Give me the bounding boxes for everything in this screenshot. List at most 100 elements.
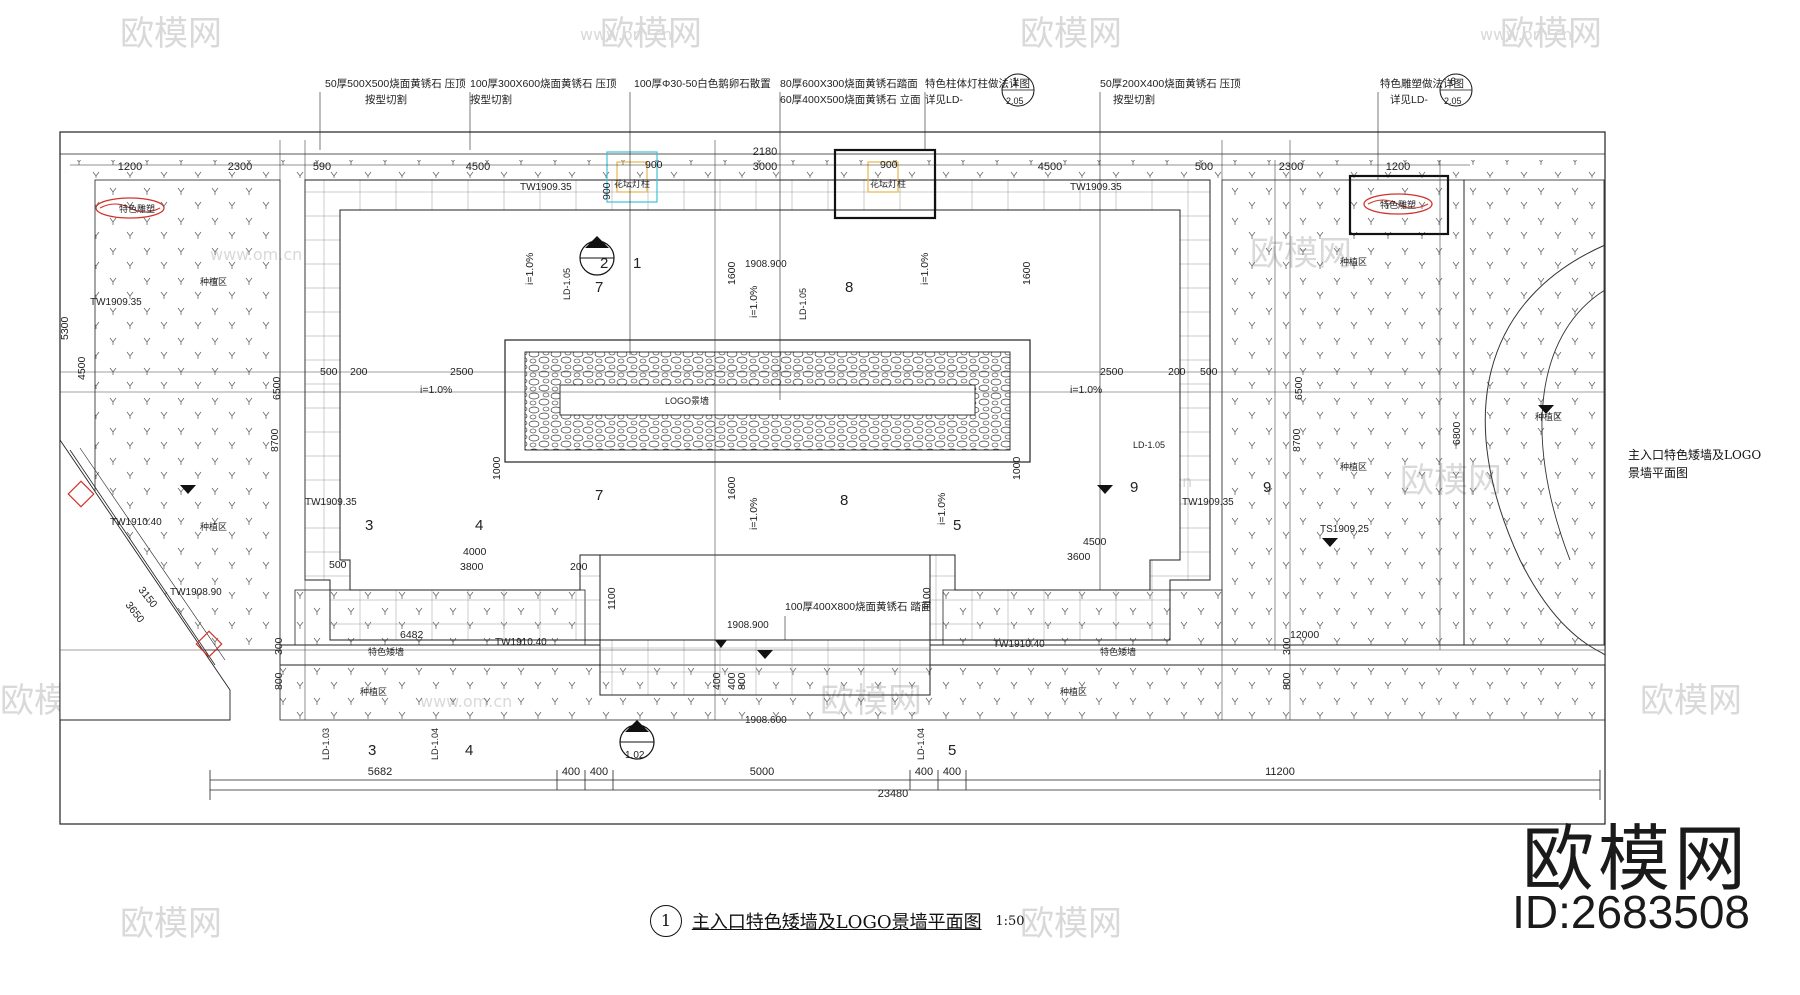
area-label: 特色雕塑 [119,203,155,214]
side-note-line1: 主入口特色矮墙及LOGO [1628,448,1762,462]
dimension-value: 1200 [1386,161,1410,173]
level-markers [180,405,1554,659]
brand-name: 欧模网 [1521,817,1750,901]
area-label: LD-1.05 [562,268,572,300]
section-number: 5 [953,517,961,534]
dimension-value: 6482 [400,629,424,641]
area-label: 种植区 [200,276,227,287]
area-label: LD-1.05 [1133,440,1165,450]
watermark-logo: 欧模网 [120,904,222,944]
callout-text: 详见LD- [925,93,963,106]
callout-text: 50厚500X500烧面黄锈石 压顶 [325,77,466,90]
logo-panel [559,384,976,416]
area-label: 种植区 [1060,686,1087,697]
planting-strip-top [65,160,1600,178]
watermark-logo: 欧模网 [1020,904,1122,944]
dimension-value: 800 [1281,672,1293,690]
dimension-value: 4500 [1038,161,1062,173]
dimension-value: 3800 [460,561,484,573]
dimension-value: 900 [601,182,613,200]
callout-text: 100厚Φ30-50白色鹅卵石散置 [634,77,771,90]
area-labels: 种植区种植区种植区种植区种植区种植区种植区特色矮墙特色矮墙LOGO景墙特色雕塑特… [119,178,1562,760]
area-label: 花坛灯柱 [614,178,650,189]
elevation-label: TW1909.35 [520,182,572,193]
dimension-value: 400 [711,672,723,690]
elevation-label: TW1910.40 [993,639,1045,650]
area-label: 种植区 [1535,411,1562,422]
area-label: 特色矮墙 [1100,646,1136,657]
callout-text: 按型切割 [1113,93,1155,106]
drawing-number: 1 [650,905,682,937]
lamp-post-left [606,151,658,203]
dimension-value: 500 [329,559,347,571]
dimension-value: 2300 [228,161,252,173]
watermark-url: www.om.cn [1480,25,1572,44]
ref-sheet: 2.05 [1444,96,1462,106]
dimension-value: 500 [1200,366,1218,378]
area-label: 特色雕塑 [1380,199,1416,210]
area-label: 种植区 [1340,461,1367,472]
dimension-value: 1600 [726,476,738,500]
dimension-value: 5682 [368,766,392,778]
elevation-label: TW1909.35 [305,497,357,508]
dimension-value: 800 [273,672,285,690]
dimension-value: 1600 [1021,261,1033,285]
drawing-title-block: 1 主入口特色矮墙及LOGO景墙平面图 1:50 [650,905,1025,937]
dimension-value: 1600 [726,261,738,285]
elevation-label: TW1909.35 [1182,497,1234,508]
section-number: 7 [595,487,603,504]
section-number: 4 [465,742,473,759]
elevation-label: 1908.600 [745,715,787,726]
callout-text: 特色柱体灯柱做法详图 [925,77,1030,90]
brand-id: ID:2683508 [1512,886,1750,938]
section-number: 7 [595,279,603,296]
slope-label: i=1.0% [936,493,948,525]
dimension-value: 500 [1195,161,1213,173]
slope-label: i=1.0% [748,498,760,530]
dimension-value: 900 [880,159,898,171]
elevation-label: TS1909.25 [1320,524,1369,535]
callout-text: 60厚400X500烧面黄锈石 立面 [780,93,921,106]
dimension-value: 11200 [1265,766,1295,778]
section-number: 1 [633,255,641,272]
section-symbol-bottom [619,720,655,760]
ref-number: 1 [1012,76,1018,88]
callout-text: 详见LD- [1390,93,1428,106]
callout-text: 50厚200X400烧面黄锈石 压顶 [1100,77,1241,90]
callout-text: 100厚300X600烧面黄锈石 压顶 [470,77,617,90]
section-number: 5 [948,742,956,759]
dimension-value: 400 [562,766,580,778]
callout-text: 按型切割 [365,93,407,106]
entrance-steps [599,639,931,696]
dimension-line-bottom [209,770,1601,800]
dimension-value: 2500 [1100,366,1124,378]
watermark-logo: 欧模网 [1020,14,1122,54]
lamp-post-right [833,148,937,220]
drawing-scale: 1:50 [995,913,1025,929]
watermark-logo: 欧模网 [120,14,222,54]
dimension-value: 5300 [59,316,71,340]
area-label: 种植区 [360,686,387,697]
dimension-value: 200 [350,366,368,378]
dimension-value: 200 [1168,366,1186,378]
slope-labels: i=1.0%i=1.0%i=1.0%i=1.0%i=1.0%i=1.0%i=1.… [420,253,1102,530]
dimension-value: 1200 [118,161,142,173]
section-number: 2 [600,255,608,272]
elevation-label: 1908.900 [745,259,787,270]
dimension-value: 23480 [878,788,909,800]
section-number: 8 [840,492,848,509]
area-label: 种植区 [200,521,227,532]
area-label: LD-1.04 [430,728,440,760]
area-label: LD-1.03 [321,728,331,760]
elevation-label: TW1910.40 [110,517,162,528]
side-note-line2: 景墙平面图 [1628,466,1689,480]
sculpture-right-frame [1348,174,1450,236]
dimension-value: 2500 [450,366,474,378]
area-label: 特色矮墙 [368,646,404,657]
